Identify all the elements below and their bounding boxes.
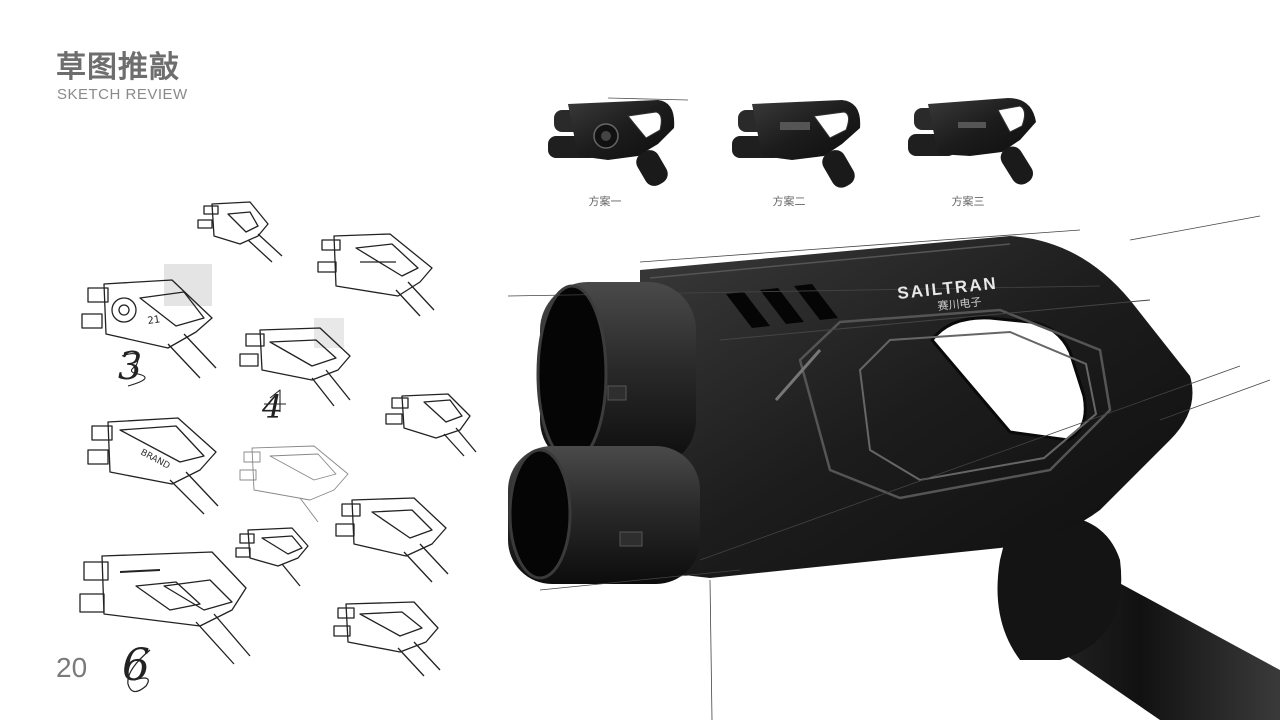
variant-render-1: [548, 97, 689, 186]
sketch-number-3: 3: [118, 344, 143, 388]
variant-label-3: 方案三: [951, 195, 985, 208]
sketch-small-center: [235, 527, 309, 587]
sketch-number-4: 4: [262, 388, 283, 426]
variant-render-3: [908, 98, 1036, 185]
sketch-brand: [87, 417, 219, 515]
page-number: 20: [56, 652, 88, 683]
sketch-4: [239, 318, 351, 412]
sketch-top: [197, 201, 283, 263]
sketch-number-6: 6: [122, 640, 150, 691]
page-title: 草图推敲: [56, 50, 180, 85]
sketch-row2-right: [385, 393, 477, 457]
sketch-row3-right: [335, 497, 449, 583]
sketch-bottom-right: [333, 601, 441, 677]
page-subtitle: SKETCH REVIEW: [57, 86, 188, 103]
sketch-label-21: 21: [147, 314, 161, 327]
sketch-3: [81, 264, 217, 387]
sketch-label-brand: BRAND: [139, 448, 172, 472]
sketch-6: [79, 551, 251, 693]
variant-render-2: [732, 100, 861, 188]
render-brand-cn: 赛川电子: [937, 294, 982, 313]
sketch-faint: [239, 445, 349, 523]
variant-label-2: 方案二: [772, 195, 806, 208]
variant-label-1: 方案一: [588, 195, 622, 208]
main-charger-render: [507, 215, 1280, 720]
sketch-row1-right: [317, 233, 435, 317]
